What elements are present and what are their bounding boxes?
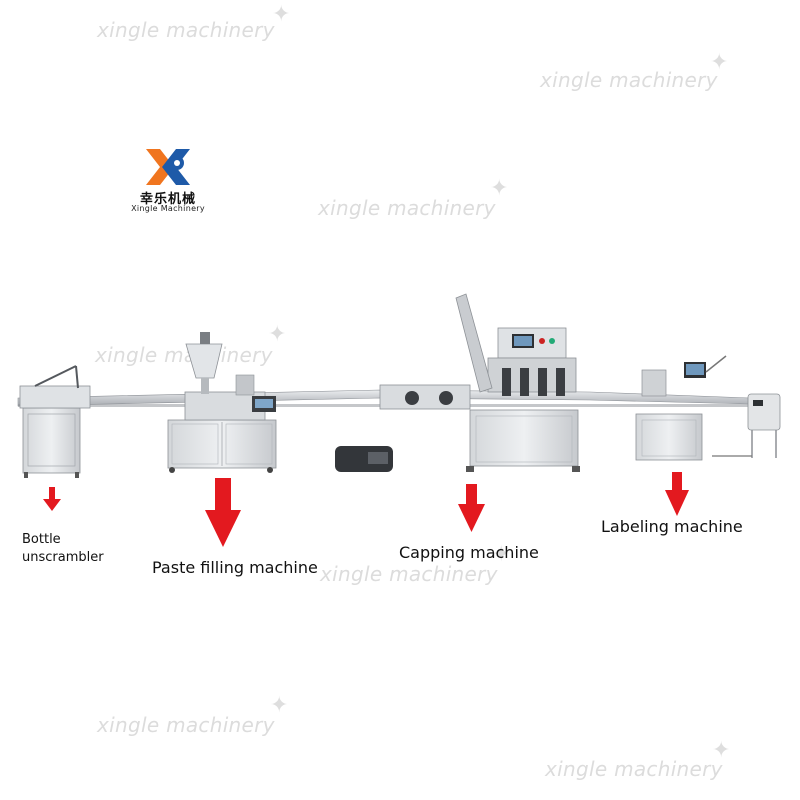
watermark-text: xingle machinery [320,562,498,586]
capping-label: Capping machine [399,543,539,562]
watermark-text: xingle machinery [97,713,275,737]
watermark-text: xingle machinery [95,343,273,367]
watermark-star-icon: ✦ [270,693,289,718]
company-logo [146,149,190,185]
arrow-down-icon [205,478,241,547]
label-line: Bottle [22,532,61,547]
label-line: unscrambler [22,550,104,565]
watermark-star-icon: ✦ [490,176,509,201]
labeling-label: Labeling machine [601,517,743,536]
logo-chinese-name: 幸乐机械 [139,192,196,207]
paste-filling-machine [167,332,277,473]
station-arrows [43,472,689,547]
bottle-unscrambler-label: Bottle unscrambler [22,531,104,567]
watermark-text: xingle machinery [318,196,496,220]
watermark-text: xingle machinery [540,68,718,92]
watermark-text: xingle machinery [545,757,723,781]
watermark-star-icon: ✦ [710,50,729,75]
watermark-text: xingle machinery [97,18,275,42]
watermark-star-icon: ✦ [272,2,291,27]
arrow-down-icon [665,472,689,516]
logo-english-name: Xingle Machinery [131,204,205,213]
watermark-star-icon: ✦ [268,322,287,347]
bottle-unscrambler-machine [19,365,91,478]
labeling-machine [635,355,781,461]
paste-filling-label: Paste filling machine [152,558,318,577]
arrow-down-icon [458,484,485,532]
watermark-star-icon: ✦ [492,542,511,567]
watermark-star-icon: ✦ [712,738,731,763]
capping-machine [335,293,580,472]
arrow-down-icon [43,487,61,511]
